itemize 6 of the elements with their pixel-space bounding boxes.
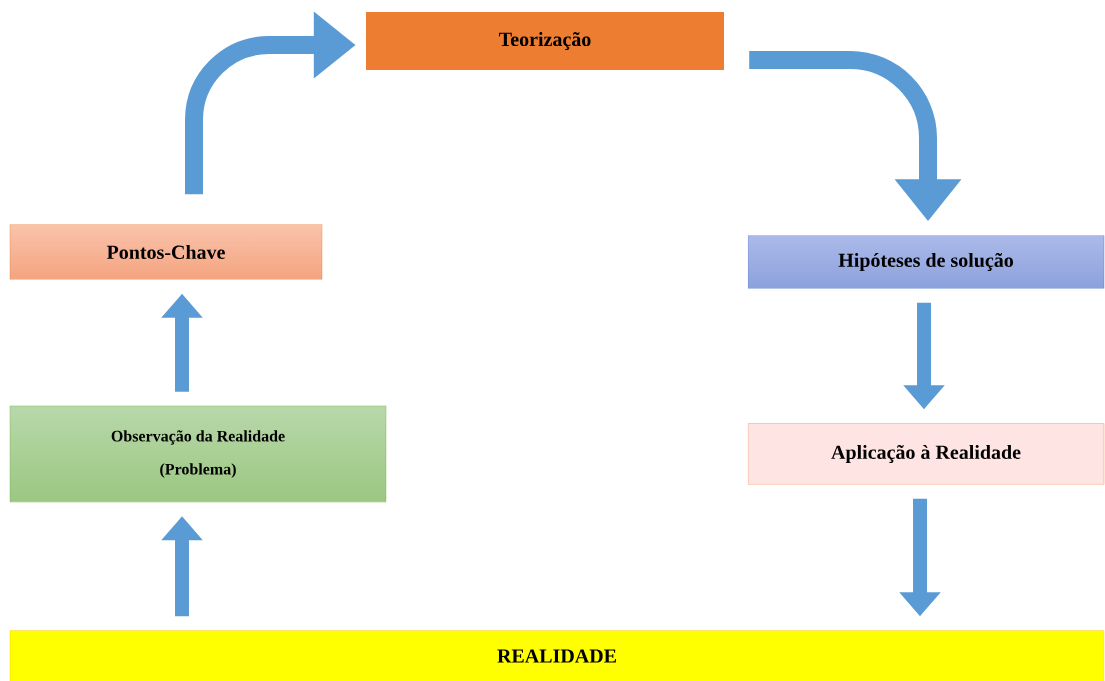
process-box: Pontos-Chave (9, 224, 323, 280)
process-box: Hipóteses de solução (747, 235, 1105, 289)
process-box: Observação da Realidade (Problema) (9, 405, 387, 503)
terminal-box: Teorização (366, 12, 724, 70)
process-box: Aplicação à Realidade (747, 423, 1105, 485)
band: REALIDADE (9, 630, 1105, 681)
